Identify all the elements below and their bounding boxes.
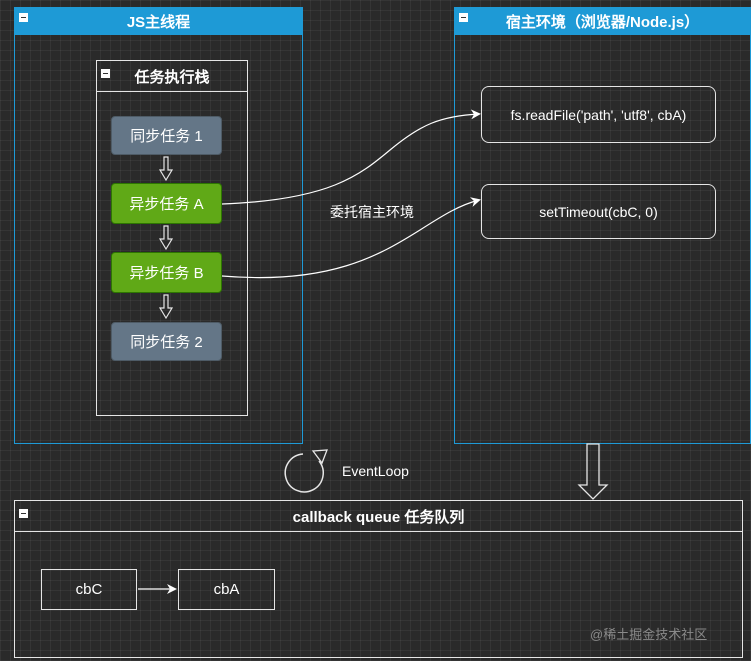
fs-readfile-api[interactable]: fs.readFile('path', 'utf8', cbA): [481, 86, 716, 143]
call-stack-container: 任务执行栈: [96, 60, 248, 416]
call-stack-header: 任务执行栈: [97, 61, 247, 92]
async-task-b[interactable]: 异步任务 B: [111, 252, 222, 293]
collapse-icon[interactable]: [459, 13, 468, 22]
event-loop-label: EventLoop: [342, 463, 409, 479]
delegate-label: 委托宿主环境: [330, 204, 414, 220]
main-thread-lane: JS主线程: [14, 7, 303, 444]
queue-item-cba[interactable]: cbA: [178, 569, 275, 610]
collapse-icon[interactable]: [19, 509, 28, 518]
host-environment-lane: 宿主环境（浏览器/Node.js）: [454, 7, 751, 444]
collapse-icon[interactable]: [19, 13, 28, 22]
sync-task-1[interactable]: 同步任务 1: [111, 116, 222, 155]
stack-down-arrow: [158, 294, 174, 320]
event-loop-cycle-icon: [284, 449, 328, 493]
callback-queue-title: callback queue 任务队列: [292, 508, 465, 526]
to-queue-arrow: [577, 443, 609, 500]
delegate-arrow-b: [221, 197, 481, 279]
main-thread-title: JS主线程: [126, 13, 191, 31]
queue-item-cbc[interactable]: cbC: [41, 569, 137, 610]
async-task-a[interactable]: 异步任务 A: [111, 183, 222, 224]
main-thread-header: JS主线程: [15, 8, 302, 35]
callback-queue-header: callback queue 任务队列: [15, 501, 742, 532]
collapse-icon[interactable]: [101, 69, 110, 78]
sync-task-2[interactable]: 同步任务 2: [111, 322, 222, 361]
settimeout-api[interactable]: setTimeout(cbC, 0): [481, 184, 716, 239]
watermark: @稀土掘金技术社区: [590, 627, 708, 642]
host-environment-title: 宿主环境（浏览器/Node.js）: [505, 13, 700, 31]
callback-queue-lane: callback queue 任务队列: [14, 500, 743, 658]
delegate-arrow-a: [221, 109, 481, 205]
host-environment-header: 宿主环境（浏览器/Node.js）: [455, 8, 750, 35]
stack-down-arrow: [158, 225, 174, 251]
stack-down-arrow: [158, 156, 174, 182]
call-stack-title: 任务执行栈: [134, 68, 210, 86]
